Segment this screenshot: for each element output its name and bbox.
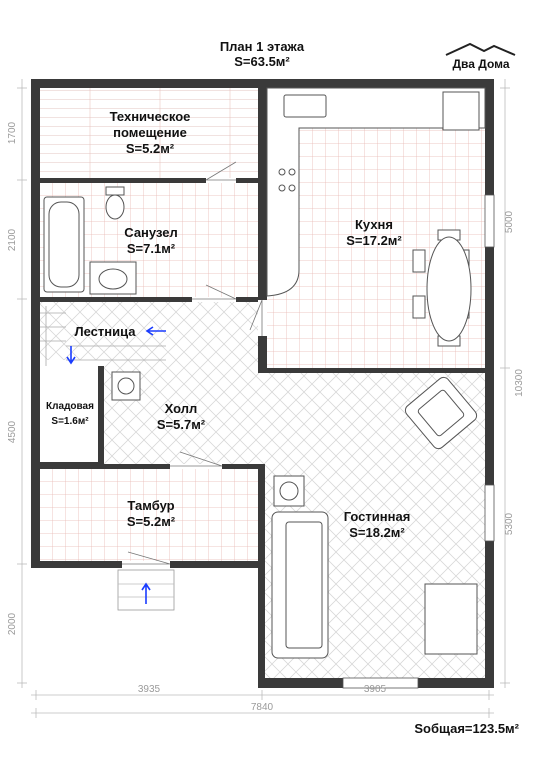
sink-icon — [89, 261, 137, 295]
dim-bottom-2: 3905 — [364, 684, 387, 695]
sofa-icon — [271, 511, 329, 659]
plan-area: S=63.5м² — [234, 54, 290, 69]
room-kitchen-label: Кухня S=17.2м² — [346, 217, 402, 248]
room-area: S=5.7м² — [157, 417, 206, 432]
dim-left-4: 2000 — [7, 612, 18, 635]
room-area: S=5.2м² — [126, 141, 175, 156]
dim-right-total: 10300 — [514, 369, 525, 397]
floor-tambur — [40, 469, 258, 561]
floor-storage — [40, 368, 98, 462]
total-area: Sобщая=123.5м² — [414, 721, 519, 736]
dim-left-1: 1700 — [7, 121, 18, 144]
bathtub-icon — [43, 196, 85, 293]
floor-hall-living — [40, 302, 485, 678]
dim-right-2: 5300 — [504, 512, 515, 535]
room-tech-label: Техническое помещение S=5.2м² — [110, 109, 191, 156]
fireplace-icon — [273, 475, 305, 507]
room-area: S=17.2м² — [346, 233, 402, 248]
logo-text: Два Дома — [452, 57, 509, 71]
dimension-lines — [17, 79, 510, 718]
room-name: Техническое — [110, 109, 191, 124]
room-name: Тамбур — [127, 498, 174, 513]
room-area: S=5.2м² — [127, 514, 176, 529]
stair-arrows — [66, 326, 166, 604]
dim-left-3: 4500 — [7, 420, 18, 443]
kitchen-counter — [266, 87, 486, 297]
room-area: S=1.6м² — [51, 416, 89, 427]
doors — [122, 161, 263, 565]
boiler-icon — [111, 371, 141, 401]
toilet-icon — [105, 186, 125, 220]
dim-right-1: 5000 — [504, 210, 515, 233]
dim-left-2: 2100 — [7, 228, 18, 251]
room-tambur-label: Тамбур S=5.2м² — [127, 498, 176, 529]
room-name: помещение — [113, 125, 187, 140]
walls — [31, 79, 494, 688]
room-bath-label: Санузел S=7.1м² — [124, 225, 177, 256]
tv-cabinet-icon — [424, 583, 478, 655]
room-area: S=7.1м² — [127, 241, 176, 256]
arrow-left-icon — [145, 326, 166, 336]
arrow-down-icon — [66, 346, 76, 365]
arrow-up-icon — [141, 582, 151, 604]
logo-roof-icon — [445, 42, 516, 56]
dim-bottom-1: 3935 — [138, 684, 161, 695]
armchair-icon — [404, 376, 478, 450]
dining-table-icon — [412, 229, 472, 347]
staircase — [40, 306, 166, 368]
room-name: Санузел — [124, 225, 177, 240]
room-stairs-label: Лестница — [74, 324, 136, 339]
room-name: Холл — [165, 401, 198, 416]
room-storage-label: Кладовая S=1.6м² — [46, 401, 94, 427]
room-name: Гостинная — [344, 509, 411, 524]
room-name: Кухня — [355, 217, 393, 232]
room-area: S=18.2м² — [349, 525, 405, 540]
floor-tech — [40, 88, 258, 178]
room-name: Лестница — [74, 324, 136, 339]
windows — [342, 194, 495, 689]
dim-bottom-total: 7840 — [251, 702, 274, 713]
plan-title: План 1 этажа — [220, 39, 305, 54]
room-living-label: Гостинная S=18.2м² — [344, 509, 411, 540]
room-name: Кладовая — [46, 401, 94, 412]
logo: Два Дома — [445, 42, 516, 71]
room-hall-label: Холл S=5.7м² — [157, 401, 206, 432]
